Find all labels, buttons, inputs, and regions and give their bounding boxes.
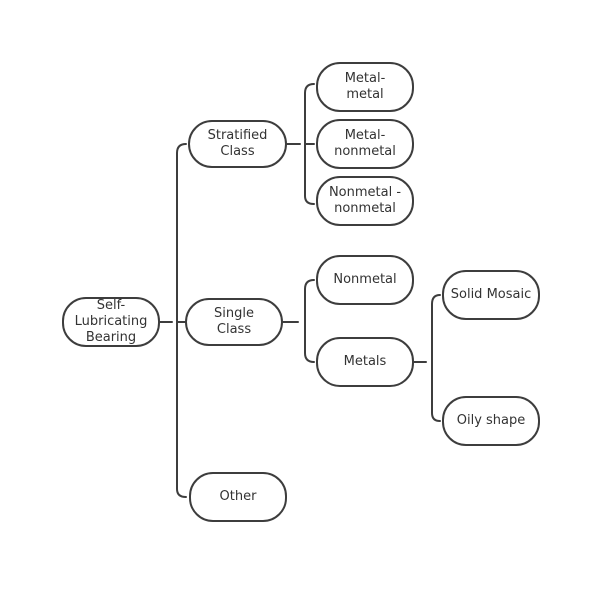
node-single-class: Single Class [185, 298, 283, 346]
nonmetal-nonmetal-label: Nonmetal - nonmetal [328, 185, 402, 216]
connector-stratified-to-children [286, 83, 315, 205]
node-metal-nonmetal: Metal- nonmetal [316, 119, 414, 169]
node-metals: Metals [316, 337, 414, 387]
node-stratified-class: Stratified Class [188, 120, 287, 168]
node-solid-mosaic: Solid Mosaic [442, 270, 540, 320]
root-node-self-lubricating-bearing: Self- Lubricating Bearing [62, 297, 160, 347]
metals-label: Metals [343, 354, 387, 369]
nonmetal-label: Nonmetal [333, 272, 397, 287]
node-nonmetal: Nonmetal [316, 255, 414, 305]
solid-mosaic-label: Solid Mosaic [450, 287, 532, 302]
metal-nonmetal-label: Metal- nonmetal [334, 128, 396, 159]
metal-metal-label: Metal- metal [344, 71, 386, 102]
node-metal-metal: Metal- metal [316, 62, 414, 112]
single-class-label: Single Class [214, 306, 254, 337]
connector-metals-to-children [413, 294, 441, 422]
node-oily-shape: Oily shape [442, 396, 540, 446]
node-other: Other [189, 472, 287, 522]
oily-shape-label: Oily shape [456, 413, 526, 428]
connector-root-to-classes [159, 143, 187, 498]
other-label: Other [219, 489, 257, 504]
stratified-class-label: Stratified Class [207, 128, 268, 159]
node-nonmetal-nonmetal: Nonmetal - nonmetal [316, 176, 414, 226]
root-node-label: Self- Lubricating Bearing [74, 298, 148, 345]
connector-single-to-children [282, 279, 315, 363]
